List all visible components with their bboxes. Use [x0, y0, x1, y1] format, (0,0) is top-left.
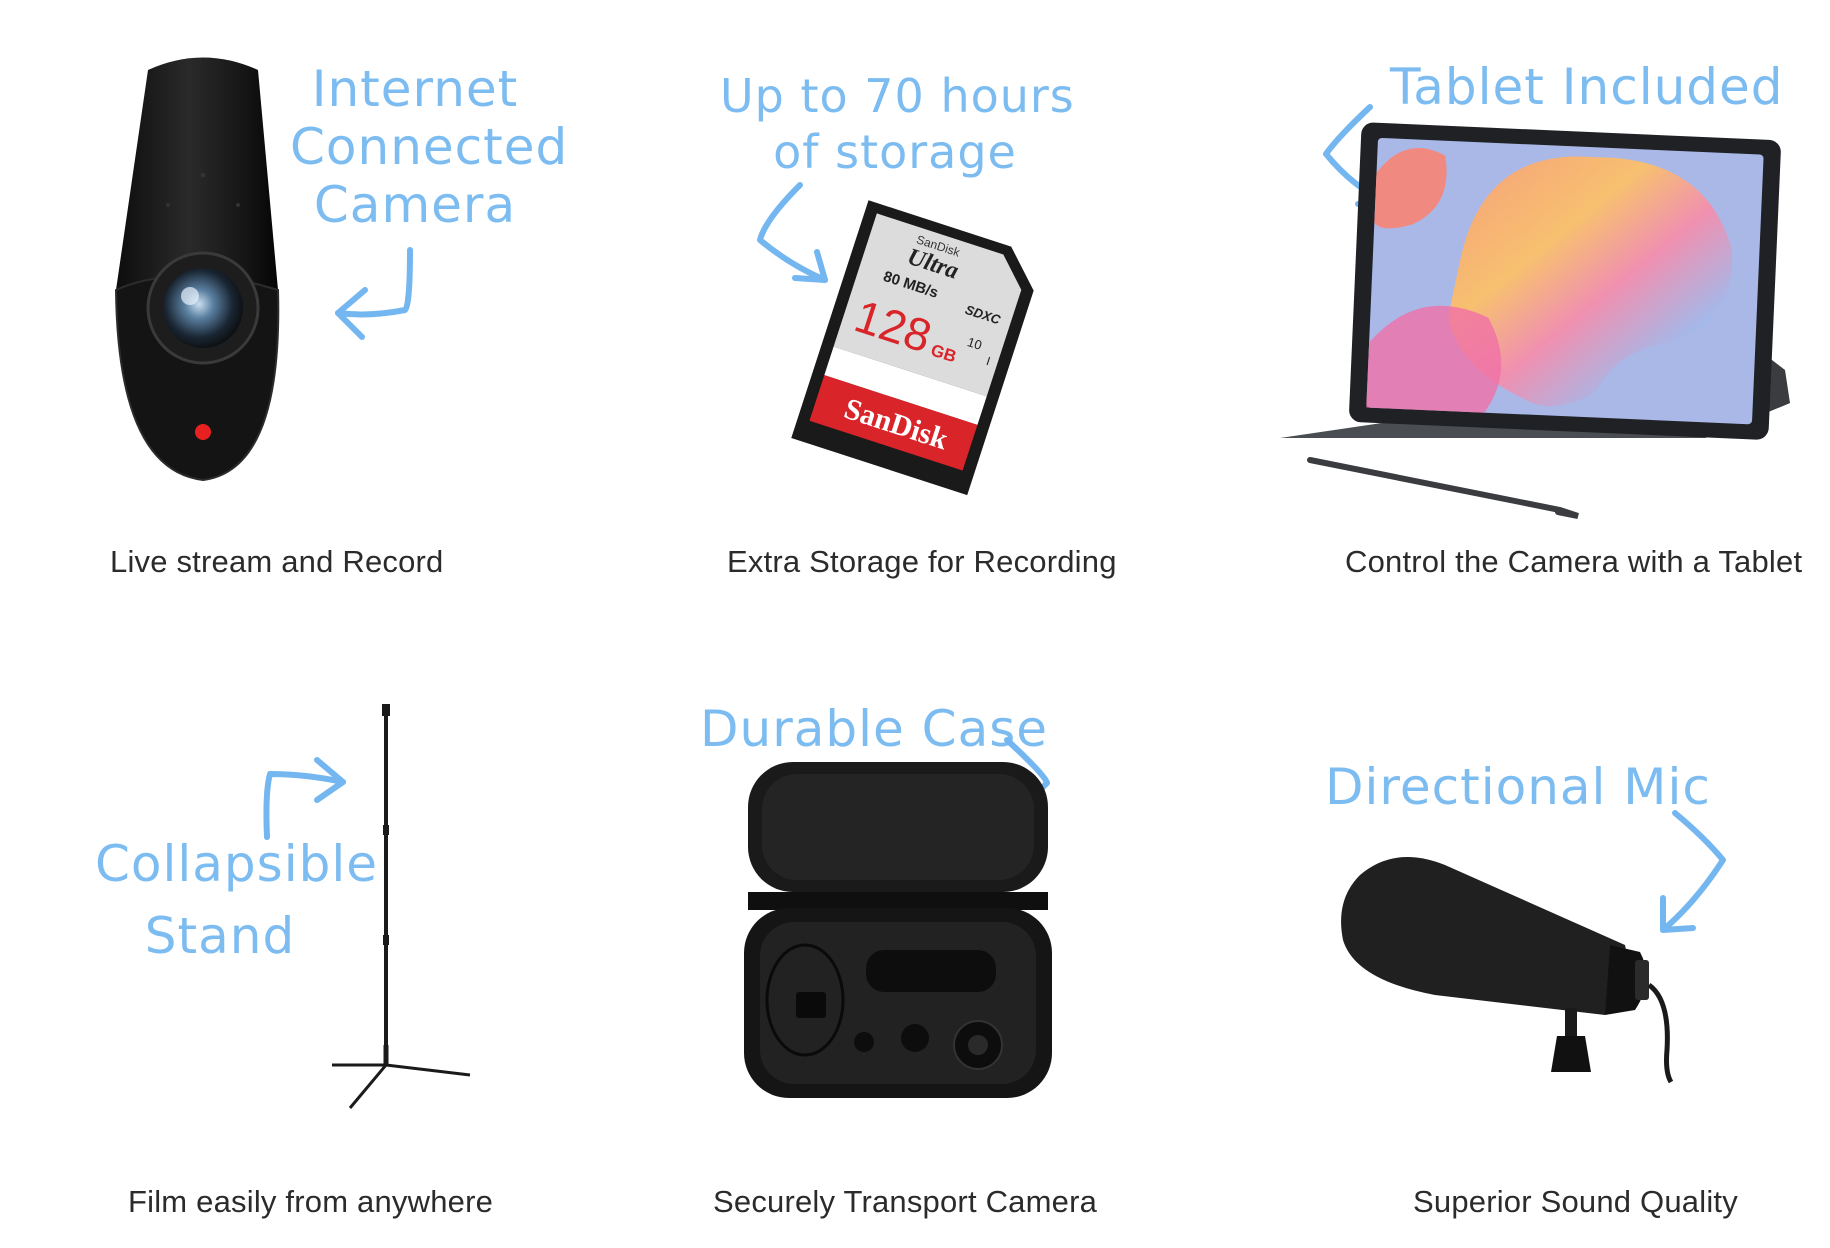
annotation-line: Stand — [144, 907, 296, 965]
annotation-line: Tablet Included — [1390, 58, 1784, 116]
sd-class: 10 — [965, 334, 983, 353]
annotation-storage: Up to 70 hours of storage — [720, 68, 1075, 180]
caption-securely-transport: Securely Transport Camera — [713, 1184, 1098, 1219]
annotation-line: of storage — [773, 125, 1017, 179]
annotation-line: Internet — [311, 60, 519, 118]
tripod-stand-image — [332, 704, 471, 1109]
arrow-icon — [1660, 810, 1726, 933]
annotation-collapsible-stand: Collapsible Stand — [95, 828, 378, 972]
arrow-icon — [263, 757, 346, 840]
caption-tablet: Control the Camera with a Tablet — [1345, 544, 1803, 579]
caption-superior-sound: Superior Sound Quality — [1413, 1184, 1738, 1219]
camera-image — [114, 57, 280, 482]
arrow-icon — [335, 247, 413, 340]
arrow-icon — [757, 182, 828, 283]
caption-extra-storage: Extra Storage for Recording — [727, 544, 1117, 579]
annotation-directional-mic: Directional Mic — [1325, 758, 1711, 816]
annotation-line: Collapsible — [95, 835, 378, 893]
caption-live-stream: Live stream and Record — [110, 544, 444, 579]
annotation-line: Connected — [290, 118, 569, 176]
annotation-internet-connected-camera: Internet Connected Camera — [290, 60, 569, 234]
annotation-line: Camera — [313, 176, 517, 234]
tablet-image — [1280, 122, 1790, 519]
sd-uhs: I — [985, 354, 993, 368]
annotation-line: Durable Case — [700, 700, 1049, 758]
carrying-case-image — [744, 762, 1052, 1098]
microphone-image — [1341, 857, 1674, 1084]
annotation-tablet-included: Tablet Included — [1390, 58, 1784, 116]
annotation-line: Up to 70 hours — [720, 69, 1075, 123]
annotation-line: Directional Mic — [1325, 758, 1711, 816]
caption-film-easily: Film easily from anywhere — [128, 1184, 494, 1219]
sd-card-image: SanDisk Ultra 80 MB/s 128 GB SDXC 10 I S… — [791, 200, 1034, 496]
annotation-durable-case: Durable Case — [700, 700, 1049, 758]
